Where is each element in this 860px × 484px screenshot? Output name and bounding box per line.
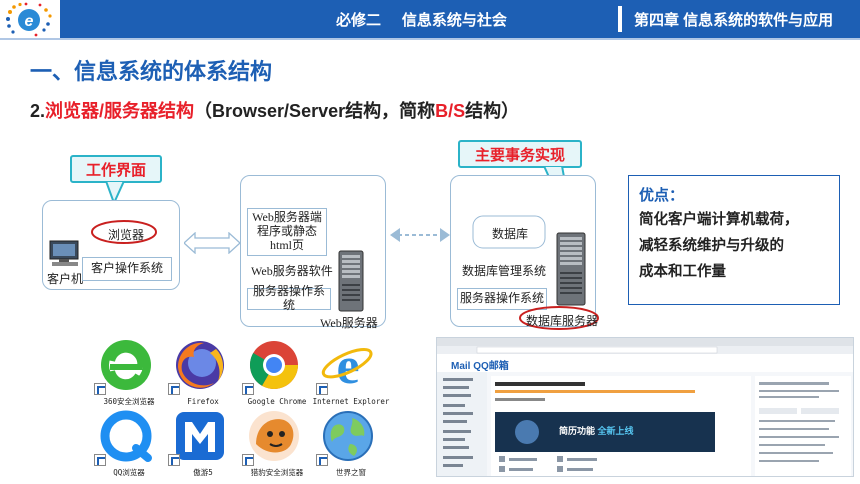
subtitle-abbr: B/S — [435, 101, 466, 121]
web-server-os: 服务器操作系统 — [247, 284, 331, 312]
shortcut-arrow-icon — [242, 454, 254, 466]
browser-name: 世界之窗 — [336, 468, 366, 477]
browser-label: 浏览器 — [108, 228, 145, 242]
browser-name: Firefox — [187, 397, 219, 406]
header-bar — [60, 0, 860, 38]
shortcut-arrow-icon — [242, 383, 254, 395]
header-divider — [0, 38, 860, 40]
browser-name: 猎豹安全浏览器 — [250, 468, 304, 477]
subtitle-highlight: 浏览器/服务器结构 — [45, 101, 195, 121]
qq-mail-screenshot: Mail QQ邮箱 简历功能 全新上线 — [436, 337, 854, 477]
subtitle-middle: （Browser/Server结构，简称 — [194, 101, 436, 121]
db-server-rack-icon — [556, 232, 586, 306]
browser-name: 360安全浏览器 — [103, 397, 155, 406]
callout-work-interface: 工作界面 — [70, 155, 162, 183]
shortcut-arrow-icon — [316, 383, 328, 395]
qq-mail-brand: Mail QQ邮箱 — [451, 361, 509, 372]
computer-icon — [49, 240, 79, 266]
browser-maxthon[interactable]: 傲游5 — [168, 408, 238, 484]
promo-line-1: 简历功能 — [559, 426, 596, 436]
shortcut-arrow-icon — [94, 383, 106, 395]
dbms-label: 数据库管理系统 — [462, 264, 547, 278]
web-server-label: Web服务器 — [320, 316, 378, 330]
advantage-line: 简化客户端计算机载荷， — [639, 212, 799, 228]
browser-liebao[interactable]: 猎豹安全浏览器 — [242, 408, 312, 484]
subtitle-number: 2. — [30, 101, 46, 121]
header-separator — [618, 6, 622, 32]
theworld-icon — [323, 411, 373, 461]
browser-ellipse — [91, 220, 157, 244]
qq-browser-icon — [100, 410, 152, 462]
db-server-ellipse — [519, 306, 599, 330]
web-server-software: Web服务器软件 — [251, 264, 333, 278]
course-logo-icon: e — [6, 2, 52, 37]
client-os: 客户操作系统 — [82, 257, 172, 281]
liebao-icon — [249, 411, 299, 461]
browser-360[interactable]: 360安全浏览器 — [94, 337, 164, 417]
section-title: 一、信息系统的体系结构 — [30, 59, 273, 84]
svg-text:e: e — [336, 338, 359, 393]
course-name: 必修二 — [336, 12, 382, 29]
db-server-os: 服务器操作系统 — [457, 288, 547, 310]
shortcut-arrow-icon — [168, 383, 180, 395]
browser-chrome[interactable]: Google Chrome — [242, 337, 312, 417]
360-browser-icon — [101, 340, 151, 390]
maxthon-icon — [176, 412, 224, 460]
arrow-client-web — [184, 232, 240, 254]
header: e 必修二 信息系统与社会 第四章 信息系统的软件与应用 — [0, 0, 860, 38]
shortcut-arrow-icon — [94, 454, 106, 466]
callout-main-business: 主要事务实现 — [458, 140, 582, 168]
db-server-label: 数据库服务器 — [526, 314, 599, 328]
callout-pointer — [104, 181, 126, 205]
advantages-box: 优点： 简化客户端计算机载荷， 减轻系统维护与升级的 成本和工作量 — [628, 175, 840, 305]
course-topic: 信息系统与社会 — [401, 12, 507, 29]
shortcut-arrow-icon — [168, 454, 180, 466]
browser-firefox[interactable]: Firefox — [168, 337, 238, 417]
web-page-program: Web服务器端程序或静态html页 — [247, 208, 327, 256]
db-label: 数据库 — [492, 227, 529, 241]
qq-mail-promo: 简历功能 全新上线 — [559, 424, 634, 437]
client-label: 客户机 — [47, 272, 84, 286]
header-course: 必修二 信息系统与社会 — [336, 9, 507, 30]
browser-name: 傲游5 — [193, 468, 213, 477]
browser-ie[interactable]: e Internet Explorer — [313, 337, 390, 417]
arrow-web-db — [390, 228, 450, 242]
shortcut-arrow-icon — [316, 454, 328, 466]
qq-mail-screenshot-art — [437, 338, 853, 476]
firefox-icon — [176, 341, 224, 389]
advantage-line: 减轻系统维护与升级的 — [639, 238, 784, 254]
web-server-rack-icon — [338, 250, 364, 312]
advantage-line: 成本和工作量 — [639, 264, 726, 280]
ie-icon: e — [321, 338, 373, 393]
browser-qq[interactable]: QQ浏览器 — [94, 408, 164, 484]
chrome-icon — [249, 341, 298, 390]
browser-name: QQ浏览器 — [113, 468, 145, 477]
sub-title: 2.浏览器/服务器结构（Browser/Server结构，简称B/S结构） — [30, 97, 519, 123]
promo-line-2: 全新上线 — [597, 426, 634, 436]
advantages-heading: 优点： — [639, 187, 685, 204]
chapter-title: 第四章 信息系统的软件与应用 — [634, 12, 834, 29]
svg-text:e: e — [25, 13, 34, 30]
browser-theworld[interactable]: 世界之窗 — [316, 408, 386, 484]
db-rounded-box — [472, 215, 546, 249]
browser-name: Internet Explorer — [312, 397, 390, 406]
browser-name: Google Chrome — [247, 397, 307, 406]
subtitle-suffix: 结构） — [465, 101, 520, 121]
advantages-text: 简化客户端计算机载荷， 减轻系统维护与升级的 成本和工作量 — [639, 207, 829, 285]
